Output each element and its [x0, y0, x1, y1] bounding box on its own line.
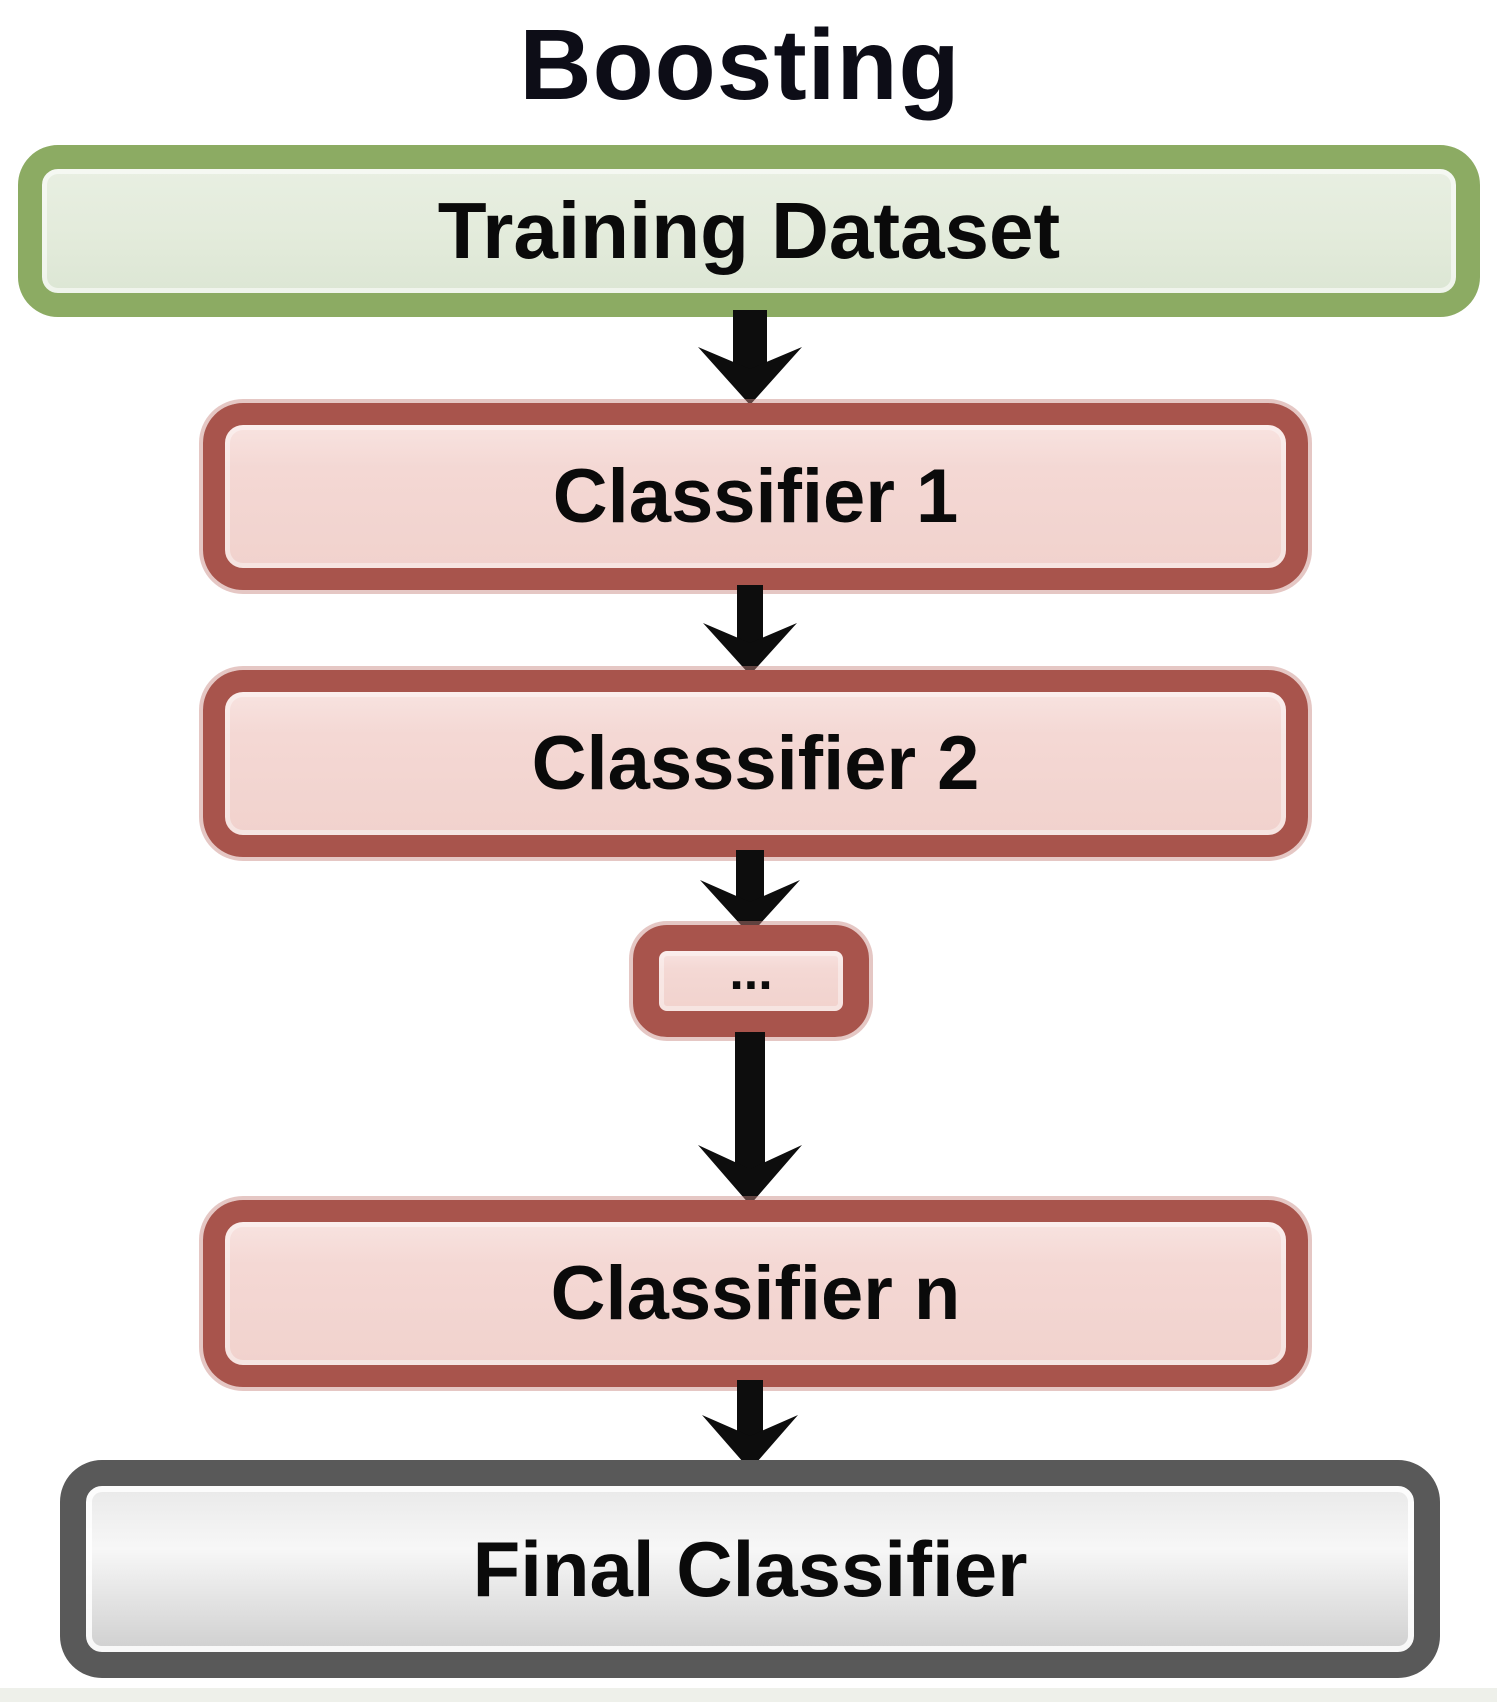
bottom-margin-strip	[0, 1688, 1497, 1702]
flow-arrow-2-down-icon	[690, 585, 810, 675]
node-training-dataset-label: Training Dataset	[437, 186, 1061, 275]
node-classifier-2-label: Classsifier 2	[531, 721, 980, 806]
node-final-classifier: Final Classifier	[60, 1460, 1440, 1678]
node-classifier-1-label: Classifier 1	[552, 454, 959, 539]
node-ellipsis-label: ...	[729, 943, 773, 1001]
node-classifier-n-label: Classifier n	[550, 1251, 961, 1336]
flow-arrow-3-down-icon	[690, 850, 810, 935]
node-classifier-1: Classifier 1	[203, 403, 1308, 590]
node-classifier-2: Classsifier 2	[203, 670, 1308, 857]
node-classifier-n: Classifier n	[203, 1200, 1308, 1387]
diagram-title: Boosting	[519, 9, 961, 121]
node-training-dataset: Training Dataset	[18, 145, 1480, 317]
flow-arrow-5-down-icon	[690, 1380, 810, 1470]
node-ellipsis: ...	[633, 925, 869, 1037]
node-final-classifier-label: Final Classifier	[472, 1524, 1028, 1613]
flow-arrow-4-down-icon	[690, 1032, 810, 1205]
flow-arrow-1-down-icon	[690, 310, 810, 405]
